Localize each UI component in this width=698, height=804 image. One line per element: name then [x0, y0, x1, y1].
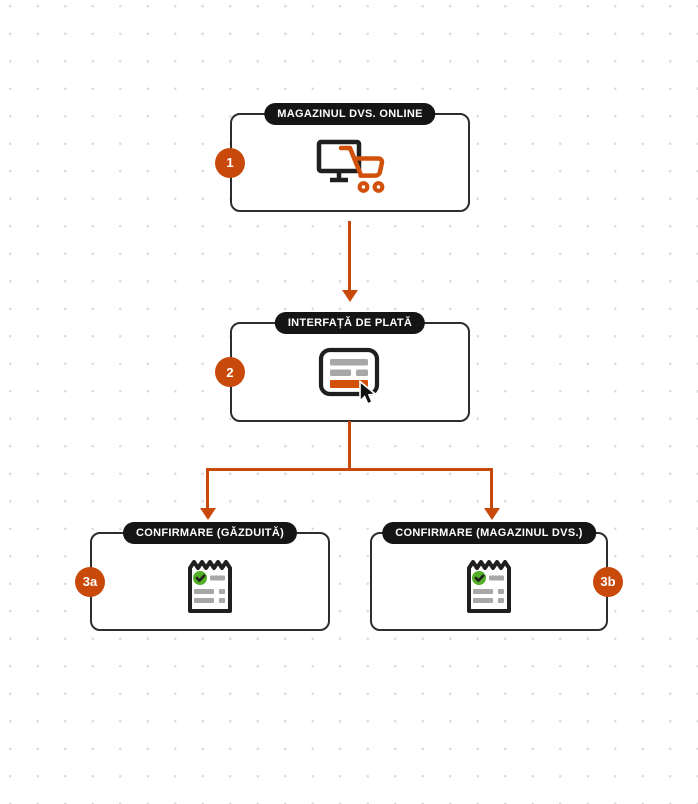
node-online-store: MAGAZINUL DVS. ONLINE 1 [215, 103, 470, 212]
node-payment-interface-title: INTERFAȚĂ DE PLATĂ [274, 312, 426, 334]
step-badge-3b: 3b [593, 566, 623, 597]
arrow-store-to-payment [347, 221, 351, 291]
step-badge-1: 1 [215, 147, 245, 178]
node-confirmation-hosted: CONFIRMARE (GĂZDUITĂ) 3a [75, 522, 330, 631]
node-confirmation-store: CONFIRMARE (MAGAZINUL DVS.) 3b [370, 522, 623, 631]
step-badge-3a: 3a [75, 566, 105, 597]
arrowhead-to-store-confirmation [483, 508, 500, 520]
receipt-check-icon [463, 555, 515, 615]
receipt-check-icon [184, 555, 236, 615]
node-confirmation-hosted-title: CONFIRMARE (GĂZDUITĂ) [122, 522, 298, 544]
step-badge-2: 2 [215, 357, 245, 387]
connector-drop-hosted [205, 468, 209, 509]
connector-drop-store [489, 468, 493, 509]
arrowhead-store-to-payment [341, 290, 358, 302]
node-online-store-title: MAGAZINUL DVS. ONLINE [264, 103, 436, 125]
connector-payment-stem [347, 421, 351, 471]
payment-form-cursor-icon [317, 346, 383, 404]
monitor-cart-icon [311, 137, 389, 195]
connector-branch-horizontal [206, 468, 492, 471]
arrowhead-to-hosted-confirmation [199, 508, 216, 520]
node-payment-interface: INTERFAȚĂ DE PLATĂ 2 [215, 312, 470, 422]
node-confirmation-store-title: CONFIRMARE (MAGAZINUL DVS.) [382, 522, 596, 544]
